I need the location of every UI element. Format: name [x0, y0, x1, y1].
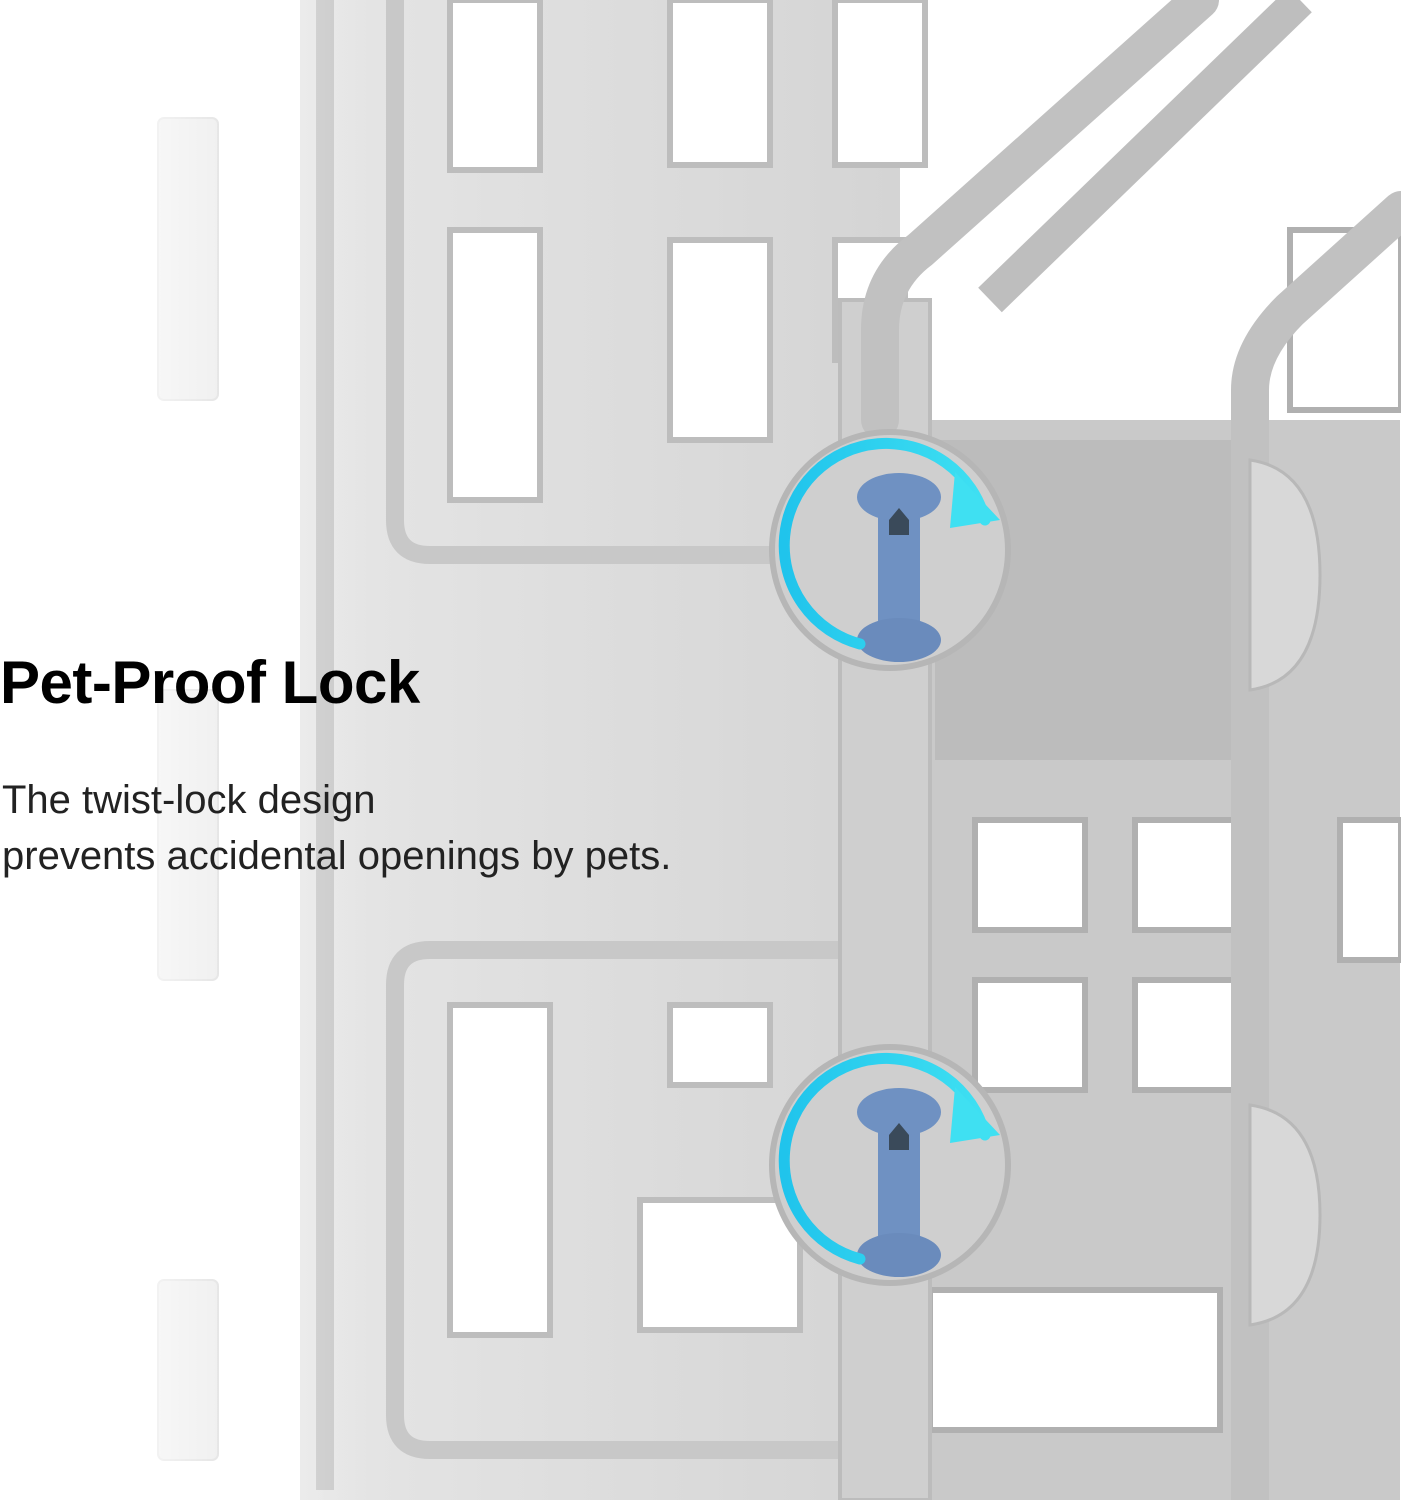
description-line-1: The twist-lock design [2, 778, 376, 822]
lower-twist-lock [769, 1044, 1011, 1286]
description-line-2: prevents accidental openings by pets. [2, 834, 672, 878]
headline: Pet-Proof Lock [0, 649, 420, 716]
upper-twist-lock [769, 429, 1011, 671]
latch-icon [857, 473, 941, 662]
latch-icon [857, 1088, 941, 1277]
twist-arrow-icon [778, 1052, 1000, 1265]
description: The twist-lock design prevents accidenta… [2, 772, 802, 884]
twist-arrow-icon [778, 437, 1000, 650]
